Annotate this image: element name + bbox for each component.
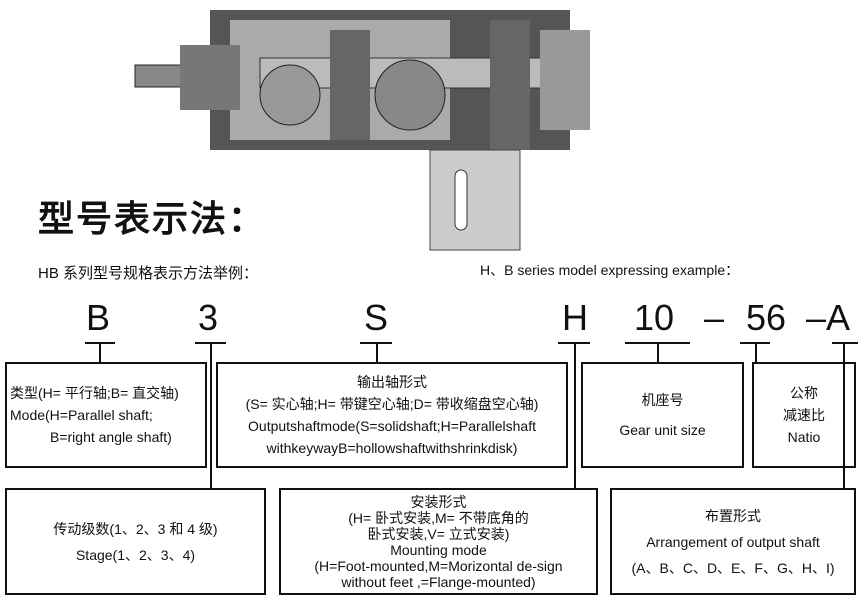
mounting-en-2: without feet ,=Flange-mounted): [341, 573, 536, 590]
stage-cn: 传动级数(1、2、3 和 4 级): [53, 520, 218, 537]
size-box: 机座号 Gear unit size: [581, 362, 744, 468]
code-type: B: [86, 297, 111, 338]
output-en-2: withkeywayB=hollowshaftwithshrinkdisk): [266, 440, 518, 456]
connector-stem: [210, 342, 212, 488]
connector-stem: [99, 342, 101, 362]
code-output: S: [364, 297, 389, 338]
mounting-title: 安装形式: [410, 493, 467, 510]
code-mounting: H: [562, 297, 588, 338]
mounting-en-1: (H=Foot-mounted,M=Morizontal de-sign: [314, 557, 563, 574]
ratio-cn-1: 公称: [790, 385, 818, 401]
page-heading: 型号表示法：: [38, 199, 267, 240]
code-size: 10: [634, 297, 675, 338]
code-arrangement: –A: [806, 297, 851, 338]
mounting-cn-1: (H= 卧式安装,M= 不带底角的: [348, 509, 529, 526]
stage-en: Stage(1、2、3、4): [75, 546, 196, 563]
output-cn: (S= 实心轴;H= 带键空心轴;D= 带收缩盘空心轴): [245, 396, 539, 412]
mounting-box: 安装形式 (H= 卧式安装,M= 不带底角的 卧式安装,V= 立式安装) Mou…: [279, 488, 598, 595]
connector-stem: [574, 342, 576, 488]
connector-bar: [832, 342, 858, 344]
size-en: Gear unit size: [619, 422, 706, 438]
arrangement-options: (A、B、C、D、E、F、G、H、I): [631, 559, 835, 576]
stage-box: 传动级数(1、2、3 和 4 级) Stage(1、2、3、4): [5, 488, 266, 595]
ratio-box: 公称 减速比 Natio: [752, 362, 856, 468]
arrangement-en: Arrangement of output shaft: [646, 533, 820, 550]
connector-stem: [657, 342, 659, 362]
code-stage: 3: [198, 297, 219, 338]
code-dash: –: [704, 297, 725, 338]
example-caption-cn: HB 系列型号规格表示方法举例：: [38, 265, 259, 282]
type-en-1: Mode(H=Parallel shaft;: [10, 407, 153, 423]
type-cn: 类型(H= 平行轴;B= 直交轴): [10, 385, 179, 401]
gearbox-cutaway-illustration: [134, 10, 590, 251]
output-en-1: Outputshaftmode(S=solidshaft;H=Parallels…: [248, 418, 536, 434]
mounting-cn-2: 卧式安装,V= 立式安装): [367, 525, 510, 542]
connector-stem: [376, 342, 378, 362]
mounting-en-title: Mounting mode: [390, 541, 487, 558]
code-ratio: 56: [746, 297, 787, 338]
ratio-en: Natio: [787, 429, 821, 445]
output-shaft-box: 输出轴形式 (S= 实心轴;H= 带键空心轴;D= 带收缩盘空心轴) Outpu…: [216, 362, 568, 468]
arrangement-box: 布置形式 Arrangement of output shaft (A、B、C、…: [610, 488, 856, 595]
type-box: 类型(H= 平行轴;B= 直交轴) Mode(H=Parallel shaft;…: [5, 362, 207, 468]
type-en-2: B=right angle shaft): [50, 429, 172, 445]
connector-stem: [755, 342, 757, 362]
size-cn: 机座号: [641, 392, 684, 408]
arrangement-cn: 布置形式: [705, 507, 761, 524]
example-caption-en: H、B series model expressing example：: [480, 262, 740, 278]
ratio-cn-2: 减速比: [783, 407, 825, 423]
output-title: 输出轴形式: [357, 374, 427, 390]
connector-stem: [843, 342, 845, 488]
